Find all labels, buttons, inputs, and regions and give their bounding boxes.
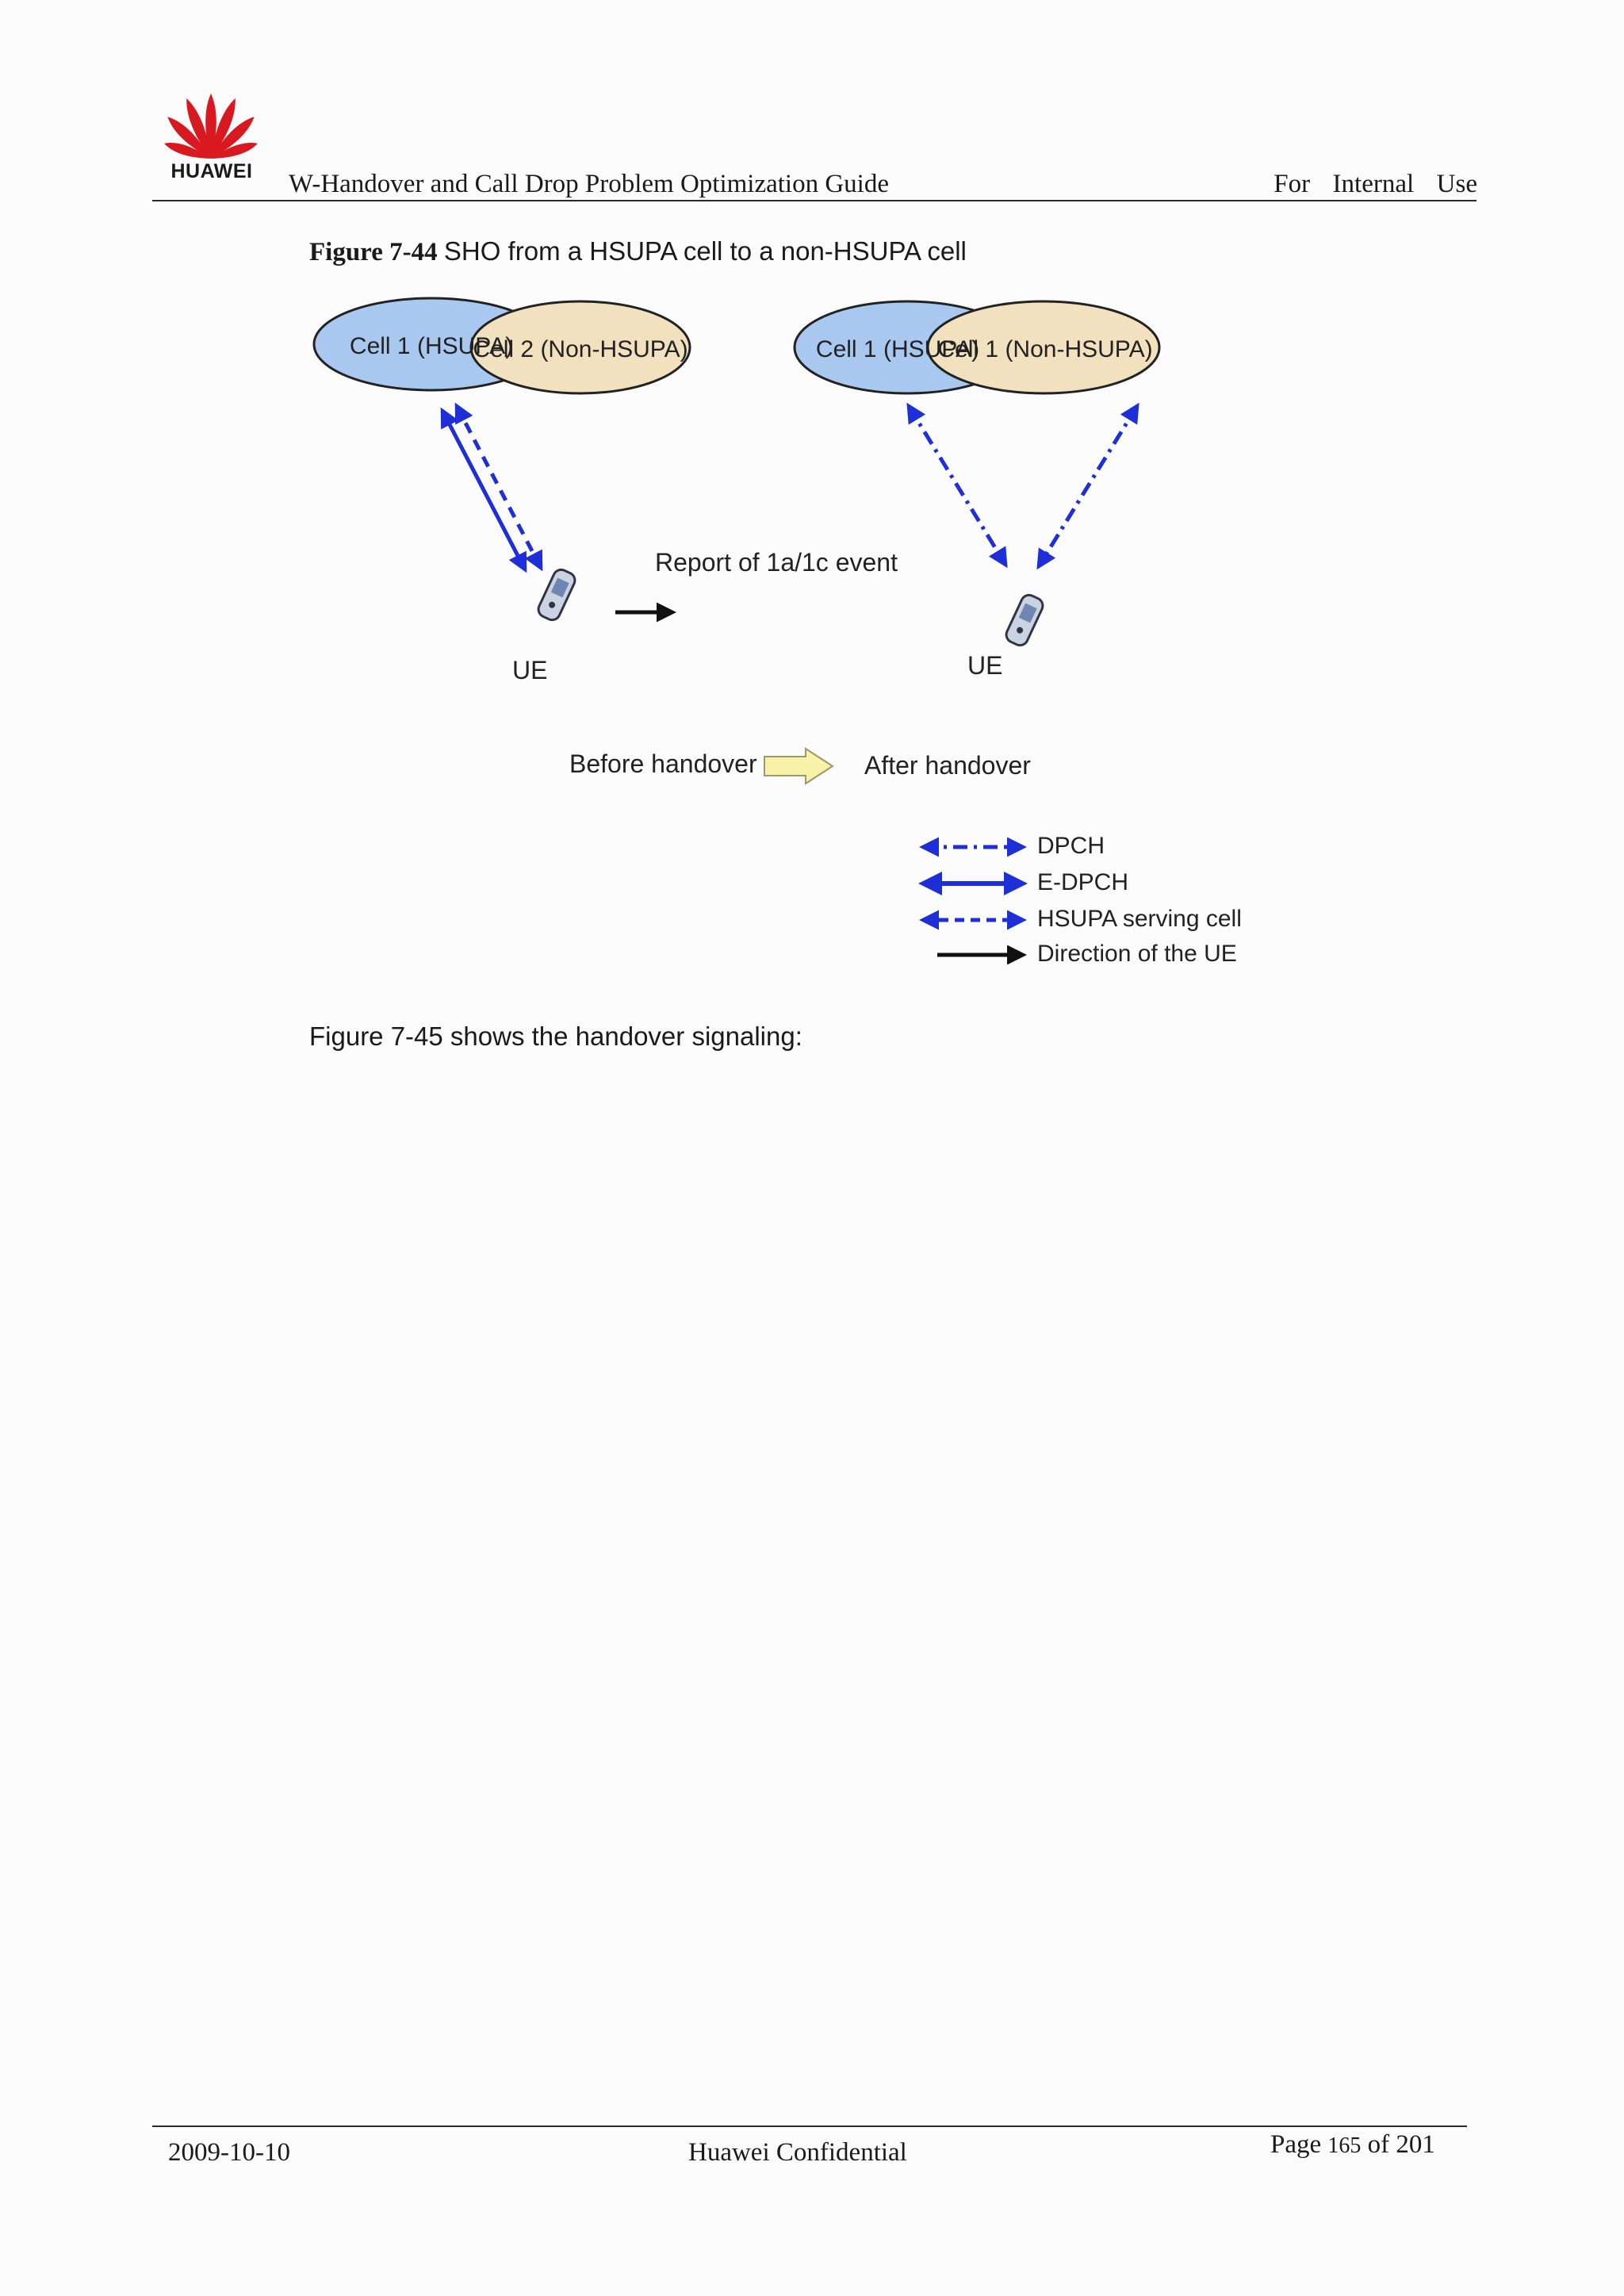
body-paragraph: Figure 7-45 shows the handover signaling… bbox=[309, 1022, 802, 1051]
figure-caption-text: SHO from a HSUPA cell to a non-HSUPA cel… bbox=[443, 236, 967, 266]
before-edpch-link bbox=[440, 407, 527, 573]
figure-label: Figure 7-44 bbox=[309, 238, 438, 266]
before-cells: Cell 1 (HSUPA) Cell 2 (Non-HSUPA) bbox=[312, 297, 691, 395]
after-cell-a-label: Cell 1 (HSUPA) bbox=[816, 336, 979, 362]
after-cell-non-hsupa bbox=[926, 300, 1161, 395]
legend-edpch-label: E-DPCH bbox=[1037, 869, 1128, 895]
page-suffix: of 201 bbox=[1361, 2130, 1435, 2159]
transition-arrow-icon bbox=[764, 747, 834, 785]
footer-page-number: Page 165 of 201 bbox=[1270, 2130, 1435, 2160]
footer-divider bbox=[152, 2125, 1467, 2127]
legend-serving-label: HSUPA serving cell bbox=[1037, 906, 1242, 932]
ue-phone-icon bbox=[1005, 593, 1044, 647]
before-handover-label: Before handover bbox=[569, 749, 757, 778]
handover-diagram: Cell 1 (HSUPA) Cell 2 (Non-HSUPA) UE Rep… bbox=[312, 297, 1242, 967]
after-dpch-link-left bbox=[906, 402, 1008, 569]
before-serving-link bbox=[454, 402, 543, 572]
before-cell-a-label: Cell 1 (HSUPA) bbox=[350, 333, 513, 359]
page-prefix: Page bbox=[1270, 2130, 1328, 2159]
after-cell-b-label: Cell 1 (Non-HSUPA) bbox=[937, 336, 1152, 362]
header-divider bbox=[152, 200, 1477, 201]
after-links bbox=[906, 402, 1139, 570]
legend-direction-label: Direction of the UE bbox=[1037, 941, 1237, 967]
footer-date: 2009-10-10 bbox=[168, 2138, 290, 2167]
document-title: W-Handover and Call Drop Problem Optimiz… bbox=[289, 170, 890, 198]
footer-confidential: Huawei Confidential bbox=[688, 2138, 907, 2167]
after-cells: Cell 1 (HSUPA) Cell 1 (Non-HSUPA) bbox=[793, 300, 1161, 395]
classification-label: For Internal Use bbox=[1274, 170, 1477, 198]
legend: DPCH E-DPCH HSUPA serving cell Direction… bbox=[918, 833, 1242, 967]
before-cell-b-label: Cell 2 (Non-HSUPA) bbox=[473, 336, 688, 362]
page-current: 165 bbox=[1327, 2133, 1362, 2158]
legend-dpch-label: DPCH bbox=[1037, 833, 1105, 859]
report-event-label: Report of 1a/1c event bbox=[655, 548, 898, 577]
before-ue-label: UE bbox=[512, 656, 547, 684]
ue-phone-icon bbox=[537, 568, 576, 622]
figure-caption: Figure 7-44 SHO from a HSUPA cell to a n… bbox=[309, 236, 967, 267]
logo-wordmark: HUAWEI bbox=[170, 160, 253, 182]
after-handover-label: After handover bbox=[864, 751, 1031, 780]
after-dpch-link-right bbox=[1036, 402, 1139, 570]
before-cell-non-hsupa bbox=[469, 300, 691, 395]
before-links bbox=[440, 402, 543, 573]
after-ue-label: UE bbox=[967, 651, 1002, 680]
huawei-logo-icon bbox=[164, 94, 258, 159]
